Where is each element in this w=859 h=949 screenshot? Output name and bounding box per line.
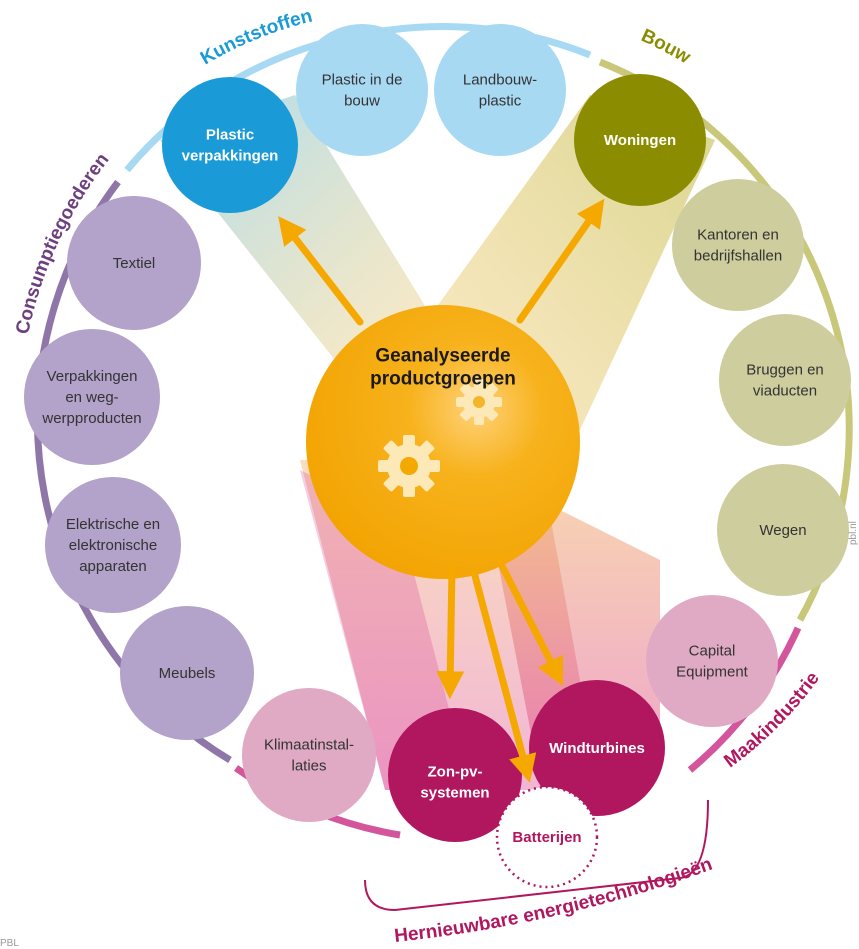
label-line: Landbouw-: [463, 72, 537, 89]
node-elektrische: [45, 477, 181, 613]
label-line: en weg-: [65, 389, 118, 406]
node-verpakkingen: [24, 329, 160, 465]
node-windturbines: [529, 680, 665, 816]
label-bruggen: Bruggen en viaducten: [746, 362, 824, 400]
center-circle: [306, 305, 580, 579]
node-plastic-bouw: [296, 24, 428, 156]
label-meubels: Meubels: [159, 665, 216, 682]
node-textiel: [67, 196, 201, 330]
label-line: Klimaatinstal-: [264, 737, 354, 754]
label-line: verpakkingen: [182, 148, 279, 165]
node-labels: Plastic in de bouw Landbouw-plastic Plast…: [41, 72, 823, 847]
label-line: Meubels: [159, 665, 216, 682]
label-line: Plastic in de: [322, 72, 403, 89]
label-line: Equipment: [676, 664, 749, 681]
label-line: Zon-pv-: [428, 764, 483, 781]
label-wegen: Wegen: [759, 522, 806, 539]
arrow-to-zonpv: [436, 563, 465, 700]
bracket-energie: [364, 799, 709, 912]
label-batterijen: Batterijen: [512, 829, 581, 846]
label-line: Geanalyseerde: [375, 346, 510, 367]
node-bruggen: [719, 314, 851, 446]
label-plastic-bouw: Plastic in de bouw: [322, 72, 403, 110]
label-line: elektronische: [69, 537, 157, 554]
node-landbouwplastic: [434, 24, 566, 156]
label-line: plastic: [479, 93, 522, 110]
watermark-right: pbl.nl: [848, 521, 859, 545]
category-kunststoffen: Kunststoffen: [197, 6, 314, 70]
label-line: bouw: [344, 93, 380, 110]
label-line: Woningen: [604, 132, 676, 149]
category-bouw: Bouw: [638, 25, 694, 68]
gear-icon: [378, 379, 502, 497]
watermark-bottom-left: PBL: [0, 938, 19, 949]
label-line: productgroepen: [370, 369, 516, 390]
label-verpakkingen: Verpakkingen en weg-werpproducten: [41, 368, 141, 427]
beam-energie-mid: [300, 470, 470, 790]
arrow-to-batterijen: [470, 568, 537, 783]
label-line: systemen: [420, 785, 489, 802]
label-line: Kantoren en: [697, 227, 779, 244]
label-line: bedrijfshallen: [694, 248, 782, 265]
label-woningen: Woningen: [604, 132, 676, 149]
label-klimaat: Klimaatinstal-laties: [264, 737, 354, 775]
label-line: Windturbines: [549, 740, 645, 757]
label-line: laties: [291, 758, 326, 775]
label-line: Bruggen en: [746, 362, 824, 379]
node-klimaat: [242, 688, 376, 822]
label-line: Elektrische en: [66, 516, 160, 533]
label-line: Wegen: [759, 522, 806, 539]
node-zonpv: [388, 708, 522, 842]
node-meubels: [120, 606, 254, 740]
label-windturbines: Windturbines: [549, 740, 645, 757]
label-line: Plastic: [206, 127, 254, 144]
node-batterijen: [495, 785, 599, 889]
node-plastic-verpakkingen: [162, 77, 298, 213]
label-elektrische: Elektrische en elektronische apparaten: [66, 516, 160, 575]
arrow-to-woningen: [516, 198, 605, 324]
arrow-to-windturbines: [496, 558, 564, 686]
label-line: werpproducten: [41, 410, 141, 427]
node-woningen: [574, 74, 706, 206]
label-landbouwplastic: Landbouw-plastic: [463, 72, 537, 110]
label-line: Verpakkingen: [47, 368, 138, 385]
label-zonpv: Zon-pv-systemen: [420, 764, 489, 802]
node-capital: [646, 595, 778, 727]
arrows: [278, 198, 605, 783]
label-line: Textiel: [113, 255, 156, 272]
label-line: Batterijen: [512, 829, 581, 846]
label-textiel: Textiel: [113, 255, 156, 272]
label-line: Capital: [689, 643, 736, 660]
arrow-to-plastic: [278, 216, 364, 326]
nodes: [24, 24, 851, 889]
label-plastic-verpakkingen: Plastic verpakkingen: [182, 127, 279, 165]
node-kantoren: [672, 179, 804, 311]
label-line: viaducten: [753, 383, 817, 400]
node-wegen: [717, 464, 849, 596]
label-kantoren: Kantoren en bedrijfshallen: [694, 227, 782, 265]
label-line: apparaten: [79, 558, 147, 575]
